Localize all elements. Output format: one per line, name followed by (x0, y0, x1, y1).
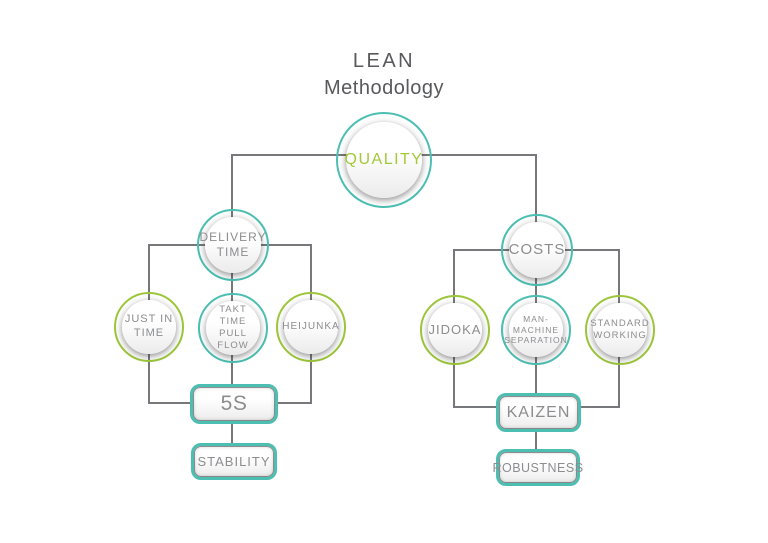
node-just-in-time-label-2: TIME (133, 326, 165, 339)
node-standard-working-label-2: WORKING (593, 329, 647, 341)
node-jidoka-disc: JIDOKA (427, 302, 483, 358)
node-man-machine-label-3: SEPARATION (504, 335, 568, 346)
box-5s-label: 5S (220, 392, 248, 415)
box-robustness-label: ROBUSTNESS (492, 460, 584, 475)
connector-to-kaizen-left (453, 406, 496, 408)
node-takt-time-pull-flow: TAKT TIME PULL FLOW (198, 293, 268, 363)
box-kaizen: KAIZEN (496, 393, 581, 432)
node-delivery-time-label-2: TIME (216, 245, 250, 259)
box-5s: 5S (190, 384, 278, 424)
node-delivery-time-label-1: DELIVERY (199, 230, 267, 244)
node-man-machine-separation-disc: MAN- MACHINE SEPARATION (504, 302, 567, 358)
node-quality-label: QUALITY (344, 150, 424, 168)
node-standard-working: STANDARD WORKING (585, 295, 655, 365)
node-standard-working-label-1: STANDARD (590, 318, 650, 330)
node-standard-working-disc: STANDARD WORKING (590, 302, 650, 358)
connector-to-5s-left (148, 402, 190, 404)
connector-to-5s-right (278, 402, 312, 404)
connector-kaizen-robustness (535, 432, 537, 449)
node-heijunka-disc: HEIJUNKA (282, 299, 340, 355)
node-quality-disc: QUALITY (344, 121, 424, 199)
node-just-in-time-label-1: JUST IN (124, 313, 174, 326)
node-takt-time-label-2: PULL FLOW (217, 327, 249, 351)
node-jidoka-label: JIDOKA (428, 321, 482, 337)
title-line-2: Methodology (323, 77, 445, 99)
node-quality: QUALITY (336, 112, 432, 208)
node-just-in-time-disc: JUST IN TIME (121, 299, 177, 355)
node-delivery-time: DELIVERY TIME (197, 209, 269, 281)
node-costs-disc: COSTS (508, 221, 566, 279)
box-kaizen-label: KAIZEN (506, 403, 571, 421)
box-stability: STABILITY (191, 443, 277, 480)
node-takt-time-pull-flow-disc: TAKT TIME PULL FLOW (205, 300, 261, 356)
node-heijunka-label: HEIJUNKA (282, 320, 340, 332)
diagram-title: LEAN Methodology (0, 50, 768, 100)
node-takt-time-label-1: TAKT TIME (219, 304, 247, 328)
box-robustness: ROBUSTNESS (492, 449, 583, 486)
node-just-in-time: JUST IN TIME (114, 292, 184, 362)
node-delivery-time-disc: DELIVERY TIME (199, 216, 266, 274)
connector-to-kaizen-right (580, 406, 620, 408)
node-man-machine-separation: MAN- MACHINE SEPARATION (501, 295, 571, 365)
title-line-1: LEAN (352, 50, 416, 72)
node-jidoka: JIDOKA (420, 295, 490, 365)
node-heijunka: HEIJUNKA (276, 292, 346, 362)
node-man-machine-label-1: MAN- (523, 314, 549, 325)
node-costs: COSTS (501, 214, 573, 286)
node-man-machine-label-2: MACHINE (512, 324, 560, 335)
node-costs-label: COSTS (508, 240, 566, 258)
connector-5s-stability (231, 424, 233, 443)
box-stability-label: STABILITY (197, 454, 271, 469)
